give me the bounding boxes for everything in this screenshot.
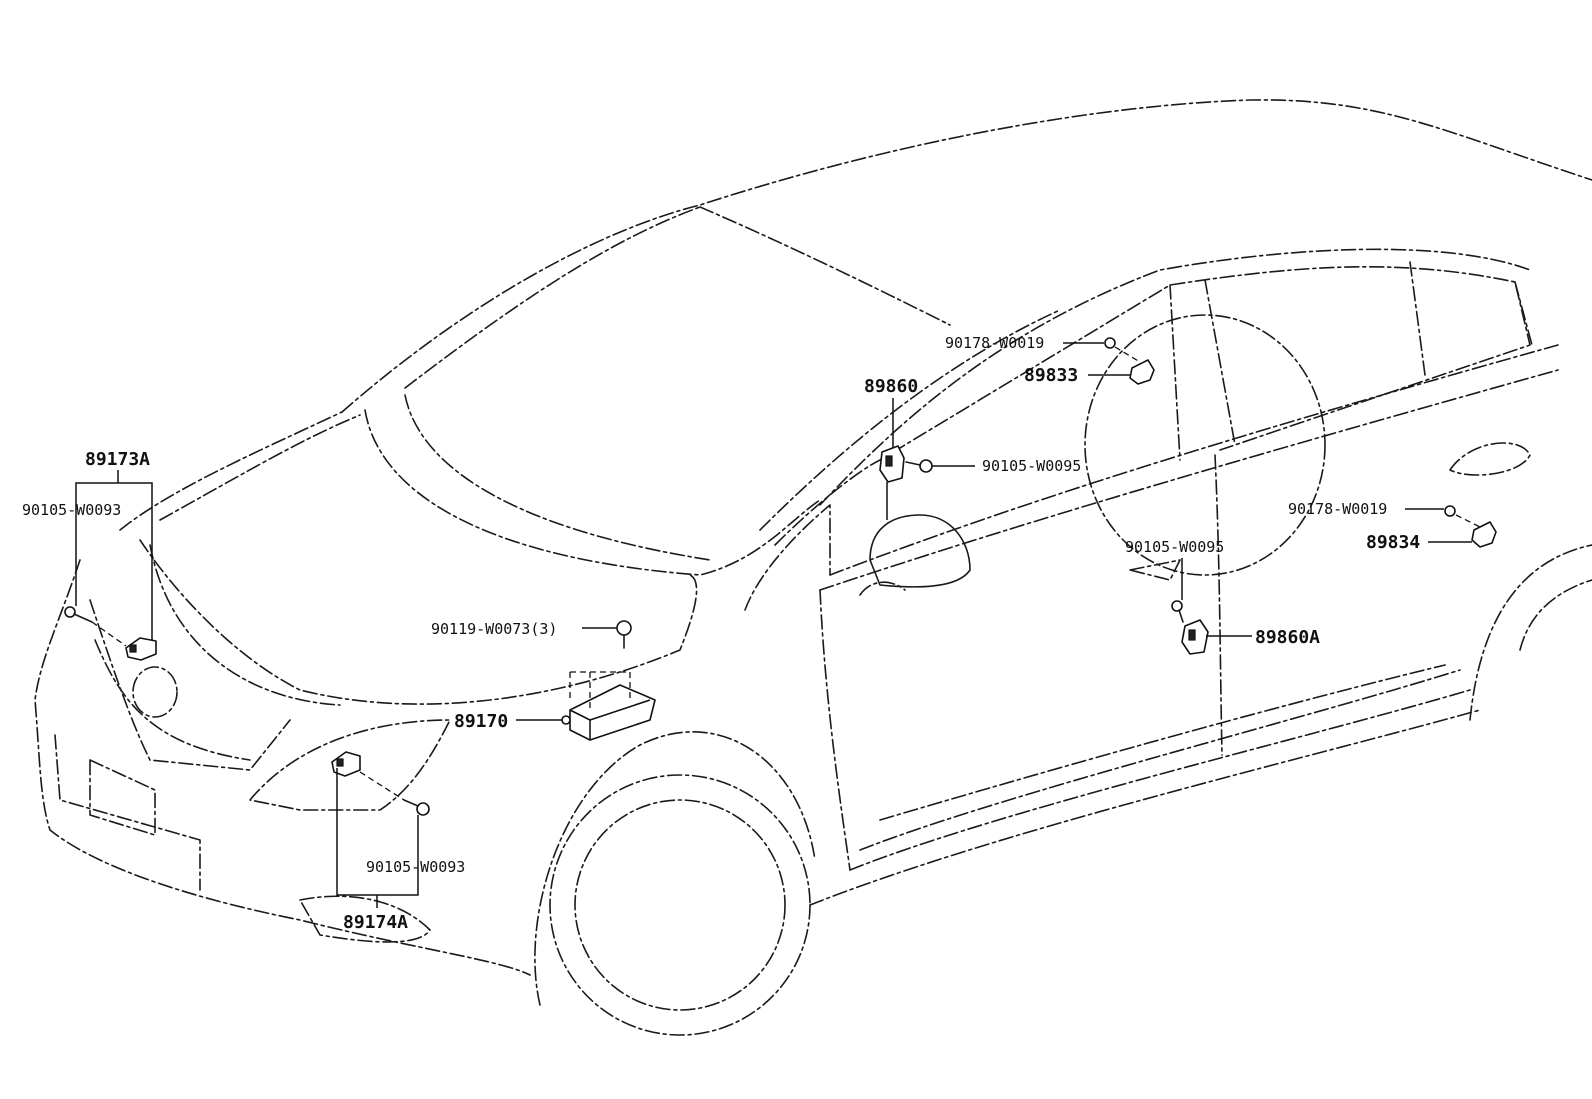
- bolt-icon: [403, 799, 430, 816]
- nut-icon: [1444, 505, 1456, 517]
- front-airbag-sensor-left-icon: [125, 637, 157, 661]
- label-89834: 89834: [1366, 532, 1420, 553]
- side-airbag-sensor-icon: [879, 445, 905, 483]
- label-90119-w0073: 90119-W0073(3): [431, 620, 557, 638]
- label-89170: 89170: [454, 711, 508, 732]
- front-airbag-sensor-right-icon: [331, 751, 361, 777]
- label-89860A: 89860A: [1255, 627, 1320, 648]
- airbag-control-module-icon: [561, 684, 656, 741]
- label-89174A: 89174A: [343, 912, 408, 933]
- label-90105-w0095-lower: 90105-W0095: [1125, 538, 1224, 556]
- label-90105-w0095-upper: 90105-W0095: [982, 457, 1081, 475]
- bolt-icon: [1171, 600, 1184, 623]
- bolt-icon: [905, 459, 933, 473]
- label-90178-w0019-lower: 90178-W0019: [1288, 500, 1387, 518]
- bolt-icon: [616, 620, 632, 649]
- label-89173A: 89173A: [85, 449, 150, 470]
- car-body-outline: [34, 99, 1592, 1036]
- label-89860: 89860: [864, 376, 918, 397]
- label-90105-w0093-lower: 90105-W0093: [366, 858, 465, 876]
- label-89833: 89833: [1024, 365, 1078, 386]
- door-pressure-sensor-icon: [1129, 359, 1155, 385]
- door-pressure-sensor-icon: [1471, 521, 1497, 548]
- leader-lines: [75, 342, 1472, 908]
- side-airbag-sensor-icon: [1181, 619, 1209, 655]
- label-90105-w0093-upper: 90105-W0093: [22, 501, 121, 519]
- label-90178-w0019-upper: 90178-W0019: [945, 334, 1044, 352]
- nut-icon: [1104, 337, 1116, 349]
- bolt-icon: [64, 606, 93, 623]
